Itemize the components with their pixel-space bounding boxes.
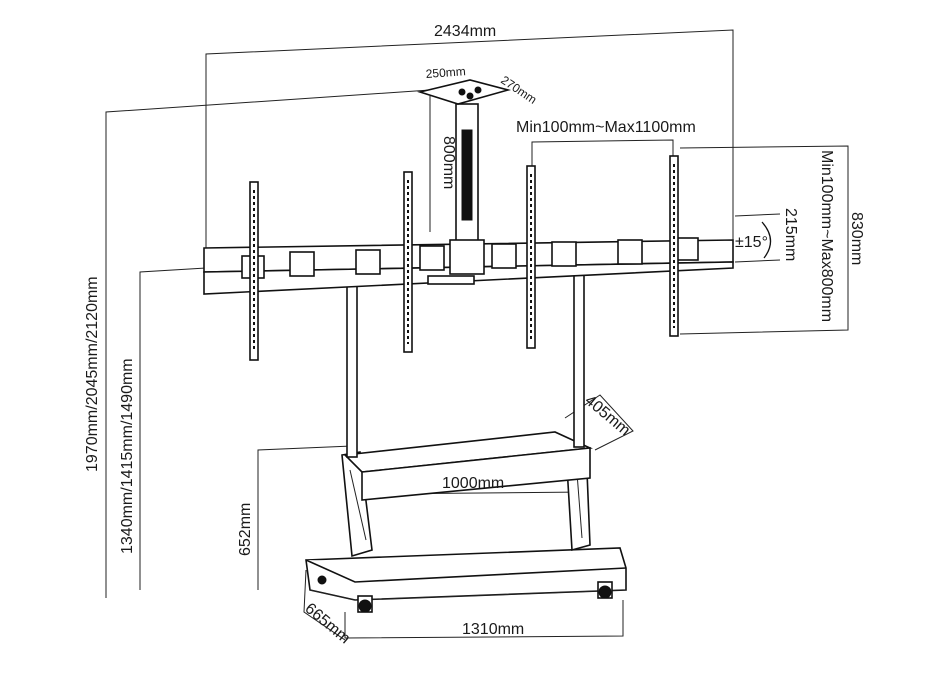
- label-head-column-height: 800mm: [440, 136, 457, 189]
- shelf: [343, 431, 593, 501]
- label-bracket-height-range: Min100mm~Max800mm: [818, 150, 835, 322]
- label-bracket-offset: 215mm: [782, 208, 799, 261]
- wheel: [317, 575, 327, 585]
- label-shelf-height: 652mm: [237, 503, 254, 556]
- label-bracket-spacing: Min100mm~Max1100mm: [516, 119, 696, 136]
- label-beam-heights: 1340mm/1415mm/1490mm: [119, 358, 136, 554]
- tilt-arrow-icon: [761, 221, 772, 259]
- bracket-arms: [249, 155, 679, 361]
- label-tilt: ±15°: [735, 234, 768, 251]
- uprights: [346, 274, 585, 458]
- head-column: [417, 79, 512, 245]
- label-shelf-width: 1000mm: [442, 475, 504, 492]
- wheel: [597, 581, 613, 599]
- wheel: [357, 595, 373, 613]
- label-base-width: 1310mm: [462, 621, 524, 638]
- label-shelf-depth: 405mm: [581, 392, 633, 439]
- label-bracket-height-total: 830mm: [848, 212, 865, 265]
- crossbeam: [203, 237, 734, 295]
- base-cart: [305, 547, 627, 613]
- label-overall-width: 2434mm: [434, 23, 496, 40]
- label-head-plate-width: 250mm: [425, 64, 466, 81]
- label-overall-heights: 1970mm/2045mm/2120mm: [84, 276, 101, 472]
